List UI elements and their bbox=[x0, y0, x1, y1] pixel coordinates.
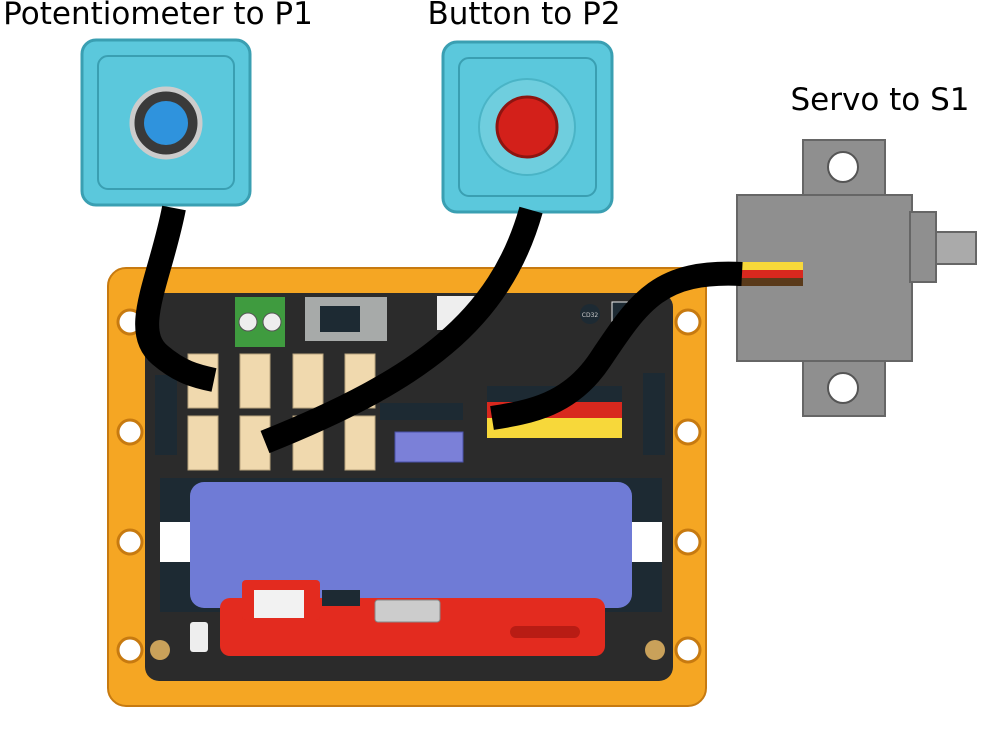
controller-board: CD32 bbox=[107, 267, 707, 707]
servo-cable bbox=[490, 261, 743, 430]
button-module[interactable] bbox=[441, 40, 614, 214]
servo-shaft bbox=[935, 231, 977, 265]
ports bbox=[187, 353, 376, 471]
button-cable bbox=[260, 206, 543, 454]
button-label: Button to P2 bbox=[427, 0, 621, 32]
i2c-port bbox=[394, 431, 464, 463]
potentiometer-module[interactable] bbox=[80, 38, 252, 207]
potentiometer-cable bbox=[135, 205, 217, 392]
chip bbox=[580, 304, 600, 324]
battery bbox=[190, 482, 632, 608]
potentiometer-label: Potentiometer to P1 bbox=[3, 0, 313, 32]
servo bbox=[736, 139, 977, 417]
chip-label: CD32 bbox=[582, 312, 599, 319]
reset-button[interactable] bbox=[190, 622, 208, 652]
red-button-icon[interactable] bbox=[495, 95, 559, 159]
servo-label: Servo to S1 bbox=[790, 82, 970, 118]
cables bbox=[135, 205, 743, 454]
